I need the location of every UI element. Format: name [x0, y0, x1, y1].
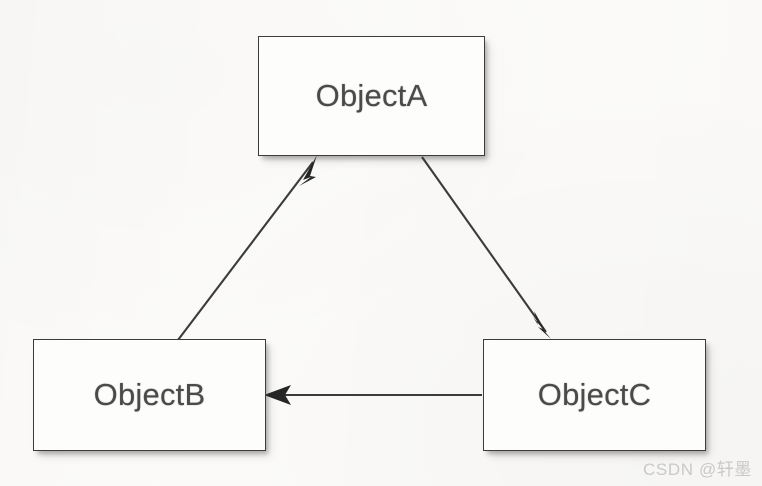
node-objecta[interactable]: ObjectA	[258, 36, 485, 156]
node-objectb-label: ObjectB	[93, 377, 206, 412]
edge-objectb-to-objecta-arrowhead	[299, 155, 317, 186]
node-objectb[interactable]: ObjectB	[33, 339, 266, 451]
edge-objecta-to-objectc-arrowhead	[533, 311, 551, 339]
edge-objectc-to-objectb-arrowhead	[264, 385, 291, 405]
watermark-text: CSDN @轩墨	[643, 460, 752, 479]
node-objectc-label: ObjectC	[537, 377, 652, 412]
edge-objectb-to-objecta	[177, 155, 317, 341]
edge-objectc-to-objectb	[264, 385, 482, 405]
edge-objecta-to-objectc	[421, 156, 551, 339]
edge-objecta-to-objectc-line	[421, 156, 547, 333]
node-objecta-label: ObjectA	[315, 78, 428, 113]
edge-objectb-to-objecta-line	[177, 161, 314, 341]
node-objectc[interactable]: ObjectC	[483, 339, 706, 451]
